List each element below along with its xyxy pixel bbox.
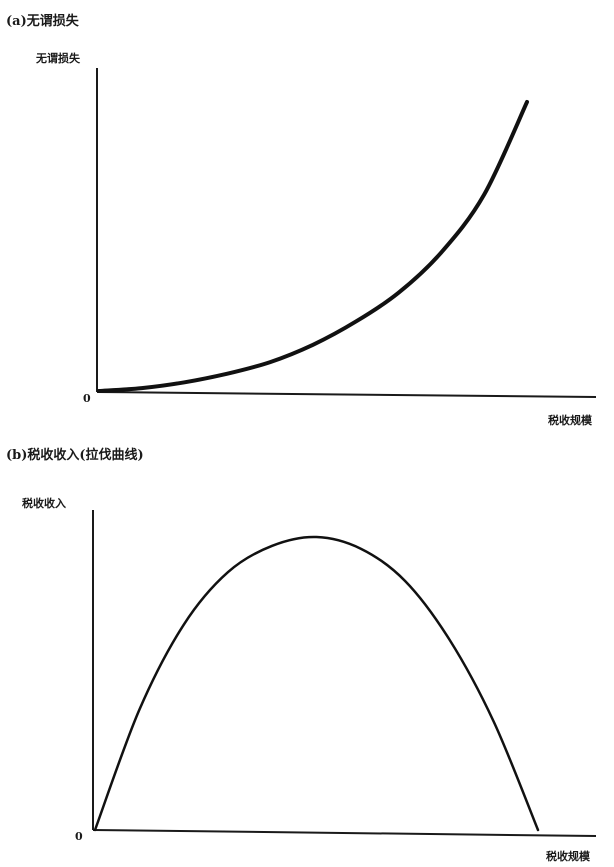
panel-a: 无谓损失 税收规模 0 [35, 51, 597, 427]
panel-b: 税收收入 税收规模 0 [22, 496, 597, 863]
panel-b-x-label: 税收规模 [546, 849, 591, 863]
panel-a-title: (a)无谓损失 [6, 14, 79, 29]
panel-a-y-label: 无谓损失 [35, 51, 81, 65]
panel-a-deadweight-curve [97, 100, 529, 393]
panel-b-origin-label: 0 [75, 830, 83, 843]
panel-a-origin-label: 0 [83, 392, 91, 405]
panel-b-title: (b)税收收入(拉伐曲线) [6, 448, 144, 463]
panel-b-laffer-curve [93, 535, 540, 832]
panel-a-x-axis [96, 391, 597, 398]
panel-b-y-label: 税收收入 [22, 496, 66, 510]
panel-a-x-label: 税收规模 [548, 413, 593, 427]
panel-b-x-axis [92, 829, 597, 837]
